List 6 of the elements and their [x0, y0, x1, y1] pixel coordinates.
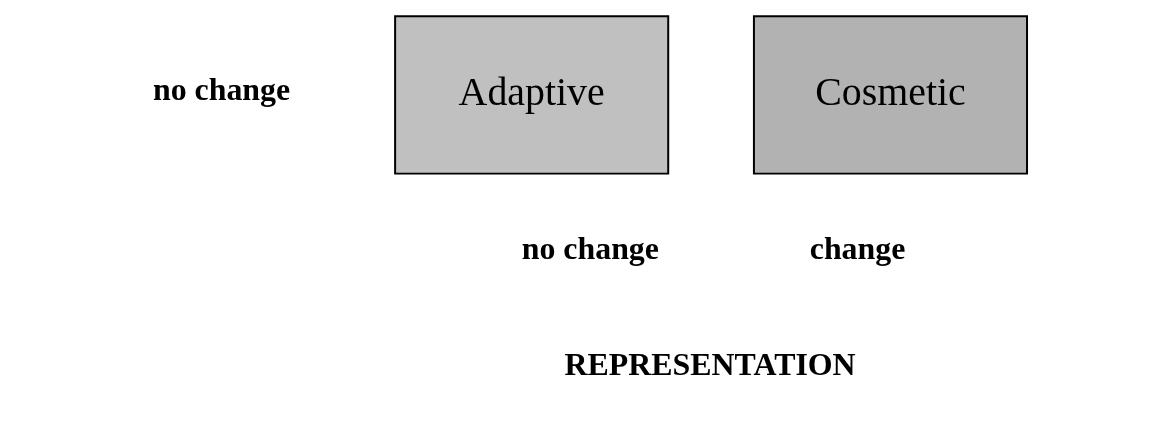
label: REPRESENTATION [564, 346, 856, 382]
label: change [809, 230, 906, 266]
label: no change [521, 230, 659, 266]
node-box: Cosmetic [752, 15, 1029, 175]
label: no change [152, 72, 291, 108]
node-box: Adaptive [394, 15, 670, 175]
